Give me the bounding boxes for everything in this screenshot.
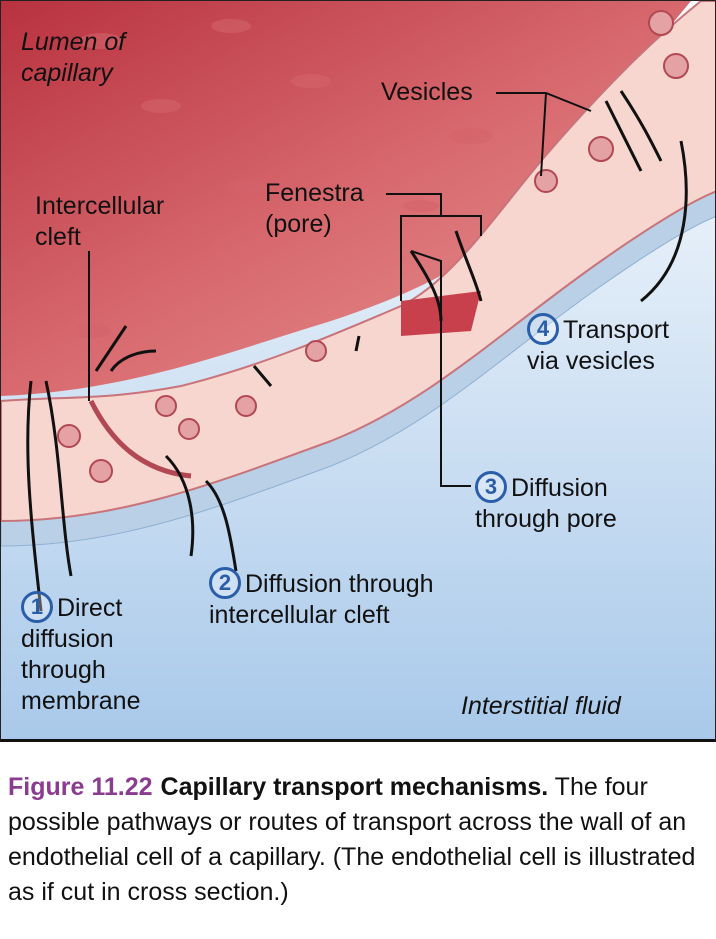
fenestra-label-line: (pore) <box>265 210 332 238</box>
figure-title: Capillary transport mechanisms. <box>160 773 549 801</box>
number-badge: 2 <box>209 567 241 599</box>
pathway-text: Diffusion <box>511 474 608 502</box>
lumen <box>1 1 715 396</box>
fenestra-label: Fenestra (pore) <box>265 178 364 240</box>
number-badge: 4 <box>527 313 559 345</box>
pathway-text: Diffusion through <box>245 570 434 598</box>
cleft-label: Intercellular cleft <box>35 191 164 253</box>
figure-number: Figure 11.22 <box>8 773 153 801</box>
number-badge: 3 <box>475 471 507 503</box>
vesicles <box>57 10 689 483</box>
pathway-text: through <box>21 656 106 684</box>
pathway-text: via vesicles <box>527 347 655 375</box>
leader-lines <box>88 92 592 487</box>
interstitial-fluid-label: Interstitial fluid <box>461 692 621 720</box>
pathway-text: Direct <box>57 594 123 622</box>
lumen-label-line: Lumen of <box>21 28 126 56</box>
capillary-diagram: Lumen of capillary Vesicles Fenestra (po… <box>0 0 716 742</box>
cleft-line <box>88 399 192 479</box>
lumen-label: Lumen of capillary <box>21 27 125 89</box>
capillary-illustration <box>1 1 715 739</box>
lumen-label-line: capillary <box>21 59 113 87</box>
pathway-text: through pore <box>475 505 617 533</box>
caption-body: The four possible pathways or routes of … <box>8 773 696 906</box>
number-badge: 1 <box>21 591 53 623</box>
pathway-text: intercellular cleft <box>209 601 390 629</box>
pathway-text: diffusion <box>21 625 114 653</box>
cleft-label-line: cleft <box>35 223 81 251</box>
cleft-label-line: Intercellular <box>35 192 165 220</box>
pathway-text: Transport <box>563 316 670 344</box>
pathway-text: membrane <box>21 687 141 715</box>
arrows <box>26 90 688 612</box>
blood-cells <box>71 19 493 338</box>
vesicles-label: Vesicles <box>381 78 473 106</box>
fenestra-label-line: Fenestra <box>265 179 364 207</box>
